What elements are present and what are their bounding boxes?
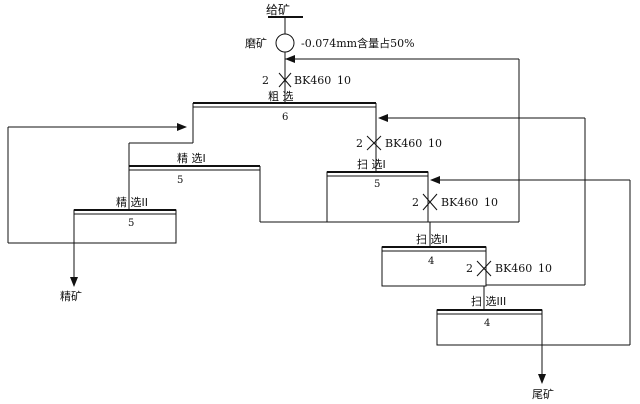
feed-label: 给矿 (266, 3, 290, 17)
scav3-name: 扫 选III (471, 295, 506, 308)
pump2-qty: 10 (428, 137, 442, 150)
pump1-qty: 10 (337, 74, 351, 87)
pump-marker-1-icon (278, 72, 292, 88)
pump3-count: 2 (412, 196, 419, 209)
grind-size-note: -0.074mm含量占50% (301, 36, 415, 50)
scav3-count: 4 (484, 318, 490, 329)
scav1-name: 扫 选I (357, 158, 386, 171)
pump4-qty: 10 (538, 262, 552, 275)
concentrate-label: 精矿 (60, 290, 82, 303)
cleaner1-name: 精 选I (177, 152, 206, 165)
cleaner2-box (73, 209, 177, 244)
cleaner2-name: 精 选II (116, 196, 148, 209)
pump4-model: BK460 (495, 262, 532, 275)
scav2-count: 4 (428, 256, 434, 267)
rougher-name: 粗 选 (268, 90, 294, 103)
pump-marker-2-icon (366, 135, 382, 151)
scav2-name: 扫 选II (416, 233, 448, 246)
pump1-count: 2 (262, 74, 269, 87)
cleaner1-count: 5 (177, 175, 183, 186)
grinding-mill-icon (275, 33, 295, 53)
pump3-qty: 10 (484, 196, 498, 209)
rougher-count: 6 (282, 112, 288, 123)
pump3-model: BK460 (441, 196, 478, 209)
pump2-model: BK460 (385, 137, 422, 150)
tailings-label: 尾矿 (532, 388, 554, 401)
pump-marker-4-icon (476, 260, 492, 277)
mill-label: 磨矿 (245, 37, 267, 50)
cleaner2-count: 5 (128, 218, 134, 229)
pump2-count: 2 (356, 137, 363, 150)
pump-marker-3-icon (422, 193, 438, 211)
pump4-count: 2 (466, 262, 473, 275)
pump1-model: BK460 (294, 74, 331, 87)
scav1-count: 5 (374, 179, 380, 190)
